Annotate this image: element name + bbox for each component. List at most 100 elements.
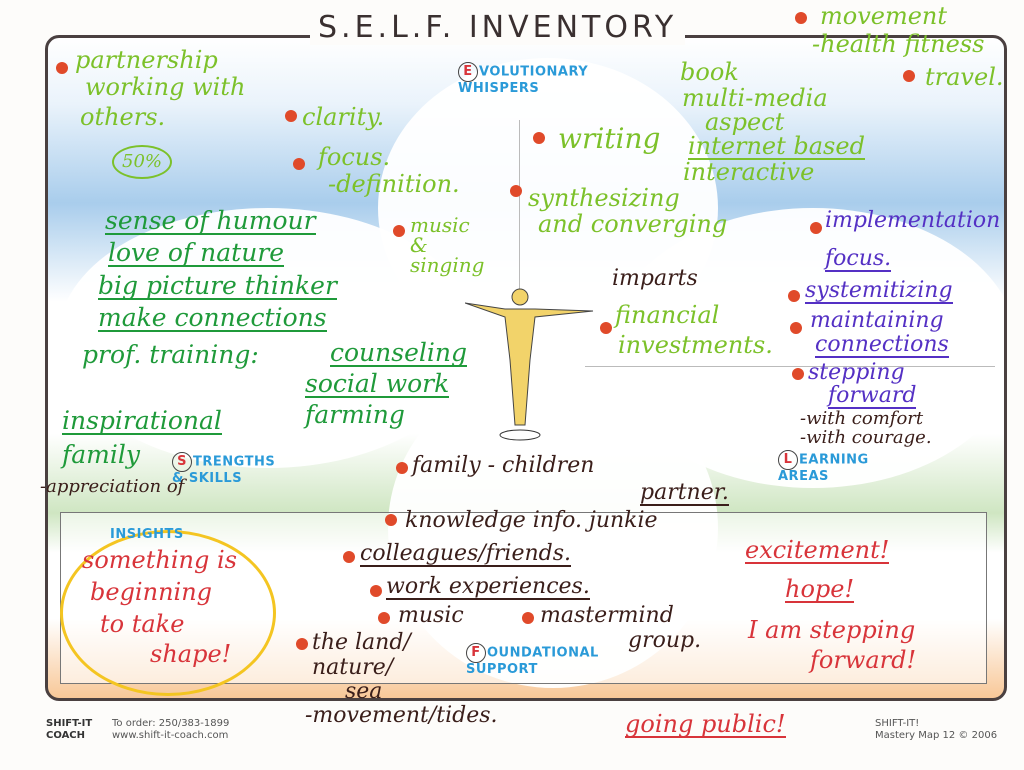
note: excitement! (745, 536, 890, 564)
note: internet based (688, 132, 865, 160)
note: music (398, 603, 464, 628)
section-label: OUNDATIONAL SUPPORT (466, 645, 599, 677)
section-cap: F (466, 643, 486, 663)
note: connections (815, 332, 949, 358)
note: partnership (75, 46, 218, 74)
sun-scribble (60, 530, 276, 696)
note: forward! (810, 646, 917, 674)
bullet-dot (522, 612, 534, 624)
shift-it-coach-logo: SHIFT-IT COACH (46, 718, 93, 741)
section-cap: L (778, 450, 798, 470)
note: clarity. (302, 103, 385, 131)
page-title: S.E.L.F. INVENTORY (310, 10, 686, 45)
note: knowledge info. junkie (405, 508, 658, 533)
note: -definition. (328, 170, 460, 198)
copyright-info: SHIFT-IT! Mastery Map 12 © 2006 (875, 718, 998, 741)
note: writing (558, 122, 661, 155)
note: big picture thinker (98, 271, 337, 300)
bullet-dot (533, 132, 545, 144)
bullet-dot (810, 222, 822, 234)
note: and converging (538, 210, 728, 238)
note: something is (82, 546, 237, 574)
bullet-dot (396, 462, 408, 474)
note: others. (80, 103, 166, 131)
note: inspirational (62, 406, 222, 435)
section-insights: INSIGHTS (110, 527, 184, 542)
note: love of nature (108, 238, 285, 267)
note: implementation (825, 208, 1001, 233)
note: stepping (808, 360, 905, 385)
note: working with (85, 73, 246, 101)
section-cap: S (172, 452, 192, 472)
horizontal-axis (585, 366, 995, 367)
bullet-dot (285, 110, 297, 122)
bullet-dot (903, 70, 915, 82)
bullet-dot (600, 322, 612, 334)
bullet-dot (385, 514, 397, 526)
bullet-dot (56, 62, 68, 74)
note: to take (100, 610, 185, 638)
note: multi-media (682, 84, 828, 112)
note: social work (305, 369, 450, 398)
note: I am stepping (748, 616, 916, 644)
note: interactive (683, 158, 815, 186)
bullet-dot (788, 290, 800, 302)
note: -appreciation of (40, 476, 185, 497)
note: focus. (825, 246, 892, 272)
note: partner. (640, 480, 729, 506)
bullet-dot (510, 185, 522, 197)
bullet-dot (343, 551, 355, 563)
bullet-dot (296, 638, 308, 650)
note: movement (820, 2, 948, 30)
note: make connections (98, 303, 327, 332)
bullet-dot (293, 158, 305, 170)
note: prof. training: (82, 340, 259, 369)
bullet-dot (792, 368, 804, 380)
bullet-dot (393, 225, 405, 237)
section-cap: E (458, 62, 478, 82)
note: forward (828, 383, 917, 409)
note: music & singing (410, 213, 485, 277)
note: -with courage. (800, 427, 932, 448)
petal-left (58, 208, 478, 468)
note: imparts (612, 266, 698, 291)
note: beginning (90, 578, 213, 606)
bullet-dot (370, 585, 382, 597)
note: counseling (330, 338, 467, 367)
note: -with comfort (800, 408, 924, 429)
note-percent: 50% (112, 145, 173, 179)
note: going public! (625, 710, 786, 738)
note: focus. (318, 143, 391, 171)
note: travel. (925, 63, 1004, 91)
note: -movement/tides. (305, 703, 498, 728)
note: sense of humour (105, 206, 316, 235)
note: synthesizing (528, 184, 680, 212)
note: investments. (618, 331, 773, 359)
note: mastermind (540, 603, 674, 628)
note: sea (345, 679, 383, 704)
note: colleagues/friends. (360, 541, 571, 567)
note: group. (628, 628, 702, 653)
bullet-dot (795, 12, 807, 24)
note: the land/ (312, 630, 411, 655)
vertical-axis (519, 120, 520, 290)
note: maintaining (810, 308, 944, 333)
bullet-dot (378, 612, 390, 624)
note: financial (615, 301, 720, 329)
order-info: To order: 250/383-1899 www.shift-it-coac… (112, 718, 230, 741)
note: book (680, 58, 739, 86)
person-figure-icon (465, 288, 594, 441)
note: family (62, 440, 140, 469)
note: systemitizing (805, 278, 953, 304)
note: hope! (785, 575, 855, 603)
note: family - children (412, 453, 595, 478)
bullet-dot (790, 322, 802, 334)
note: aspect (705, 108, 785, 136)
note: work experiences. (386, 574, 590, 600)
note: farming (305, 400, 405, 429)
section-label: VOLUTIONARY WHISPERS (458, 64, 589, 96)
